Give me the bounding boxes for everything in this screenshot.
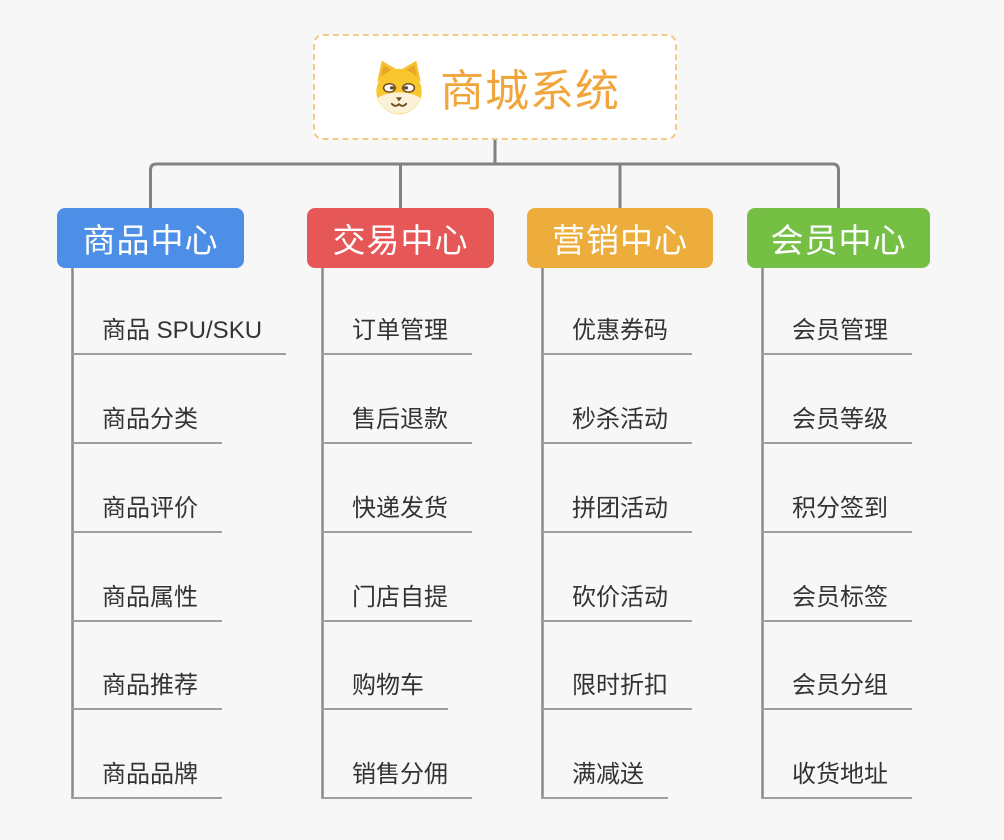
child-node[interactable]: 订单管理 (322, 315, 472, 355)
root-node[interactable]: 商城系统 (313, 34, 677, 140)
child-node[interactable]: 会员等级 (762, 404, 912, 444)
child-node[interactable]: 满减送 (542, 759, 668, 799)
child-node[interactable]: 销售分佣 (322, 759, 472, 799)
child-node[interactable]: 收货地址 (762, 759, 912, 799)
child-node[interactable]: 商品分类 (72, 404, 222, 444)
child-node[interactable]: 砍价活动 (542, 582, 692, 622)
child-node[interactable]: 商品品牌 (72, 759, 222, 799)
child-node[interactable]: 商品评价 (72, 493, 222, 533)
child-node[interactable]: 会员标签 (762, 582, 912, 622)
branch-node-2[interactable]: 交易中心 (307, 208, 494, 268)
child-node[interactable]: 购物车 (322, 670, 448, 710)
child-node[interactable]: 限时折扣 (542, 670, 692, 710)
branch-node-4[interactable]: 会员中心 (747, 208, 930, 268)
child-node[interactable]: 商品属性 (72, 582, 222, 622)
root-title: 商城系统 (440, 67, 620, 116)
child-node[interactable]: 商品 SPU/SKU (72, 315, 287, 355)
branch-node-3[interactable]: 营销中心 (527, 208, 713, 268)
child-node[interactable]: 会员管理 (762, 315, 912, 355)
branch-node-1[interactable]: 商品中心 (57, 208, 244, 268)
dog-face-icon (376, 60, 422, 115)
child-node[interactable]: 秒杀活动 (542, 404, 692, 444)
child-node[interactable]: 拼团活动 (542, 493, 692, 533)
child-node[interactable]: 商品推荐 (72, 670, 222, 710)
child-node[interactable]: 积分签到 (762, 493, 912, 533)
child-node[interactable]: 售后退款 (322, 404, 472, 444)
child-node[interactable]: 快递发货 (322, 493, 472, 533)
child-node[interactable]: 会员分组 (762, 670, 912, 710)
child-node[interactable]: 优惠券码 (542, 315, 692, 355)
child-node[interactable]: 门店自提 (322, 582, 472, 622)
